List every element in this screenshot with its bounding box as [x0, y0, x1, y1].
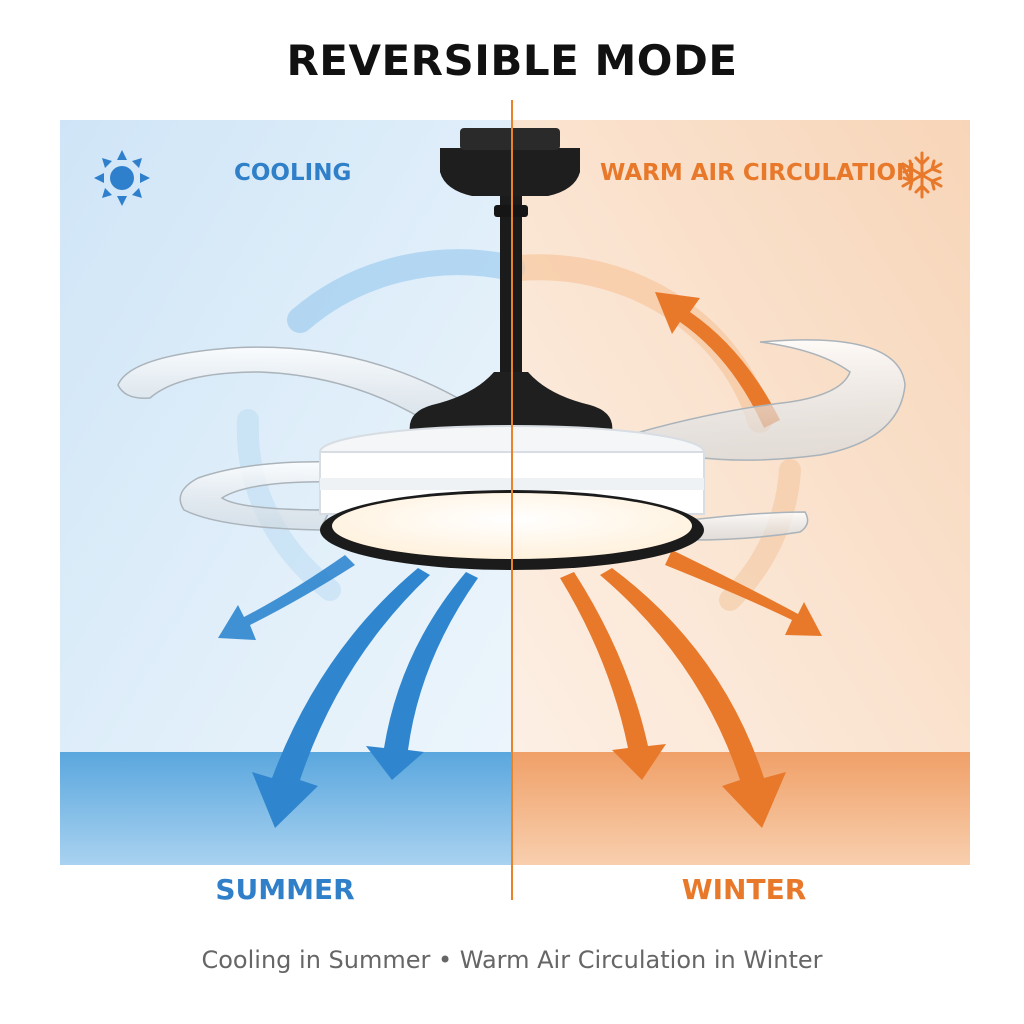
warm-arrow-far [600, 568, 786, 828]
cooling-arrow-right [366, 572, 478, 780]
warm-air-heading: WARM AIR CIRCULATION [600, 160, 916, 186]
warm-arrow-up [655, 292, 780, 428]
fan-blade-upper-right [638, 339, 906, 461]
warm-arrow-right [665, 550, 822, 636]
fan-blades [117, 339, 906, 541]
cooling-heading: COOLING [234, 160, 352, 186]
fan-blade-upper-left [117, 346, 472, 431]
cooling-arrow-left [218, 555, 355, 640]
summer-label: SUMMER [215, 873, 355, 906]
canopy-top [460, 128, 560, 150]
fan-blade-lower-left [179, 461, 341, 531]
fan-blade-lower-right [689, 511, 809, 541]
caption: Cooling in Summer • Warm Air Circulation… [201, 946, 823, 974]
warm-arrow-center [560, 572, 666, 780]
sun-icon [94, 150, 150, 206]
cooling-airflow-arrows [218, 555, 478, 828]
ceiling-canopy [440, 148, 580, 196]
snowflake-icon [901, 151, 943, 199]
page-title: REVERSIBLE MODE [286, 36, 738, 85]
cooling-circulation-ring [287, 249, 525, 333]
winter-label: WINTER [681, 873, 807, 906]
cooling-arrow-center [252, 568, 430, 828]
warm-airflow-arrows [560, 292, 822, 828]
